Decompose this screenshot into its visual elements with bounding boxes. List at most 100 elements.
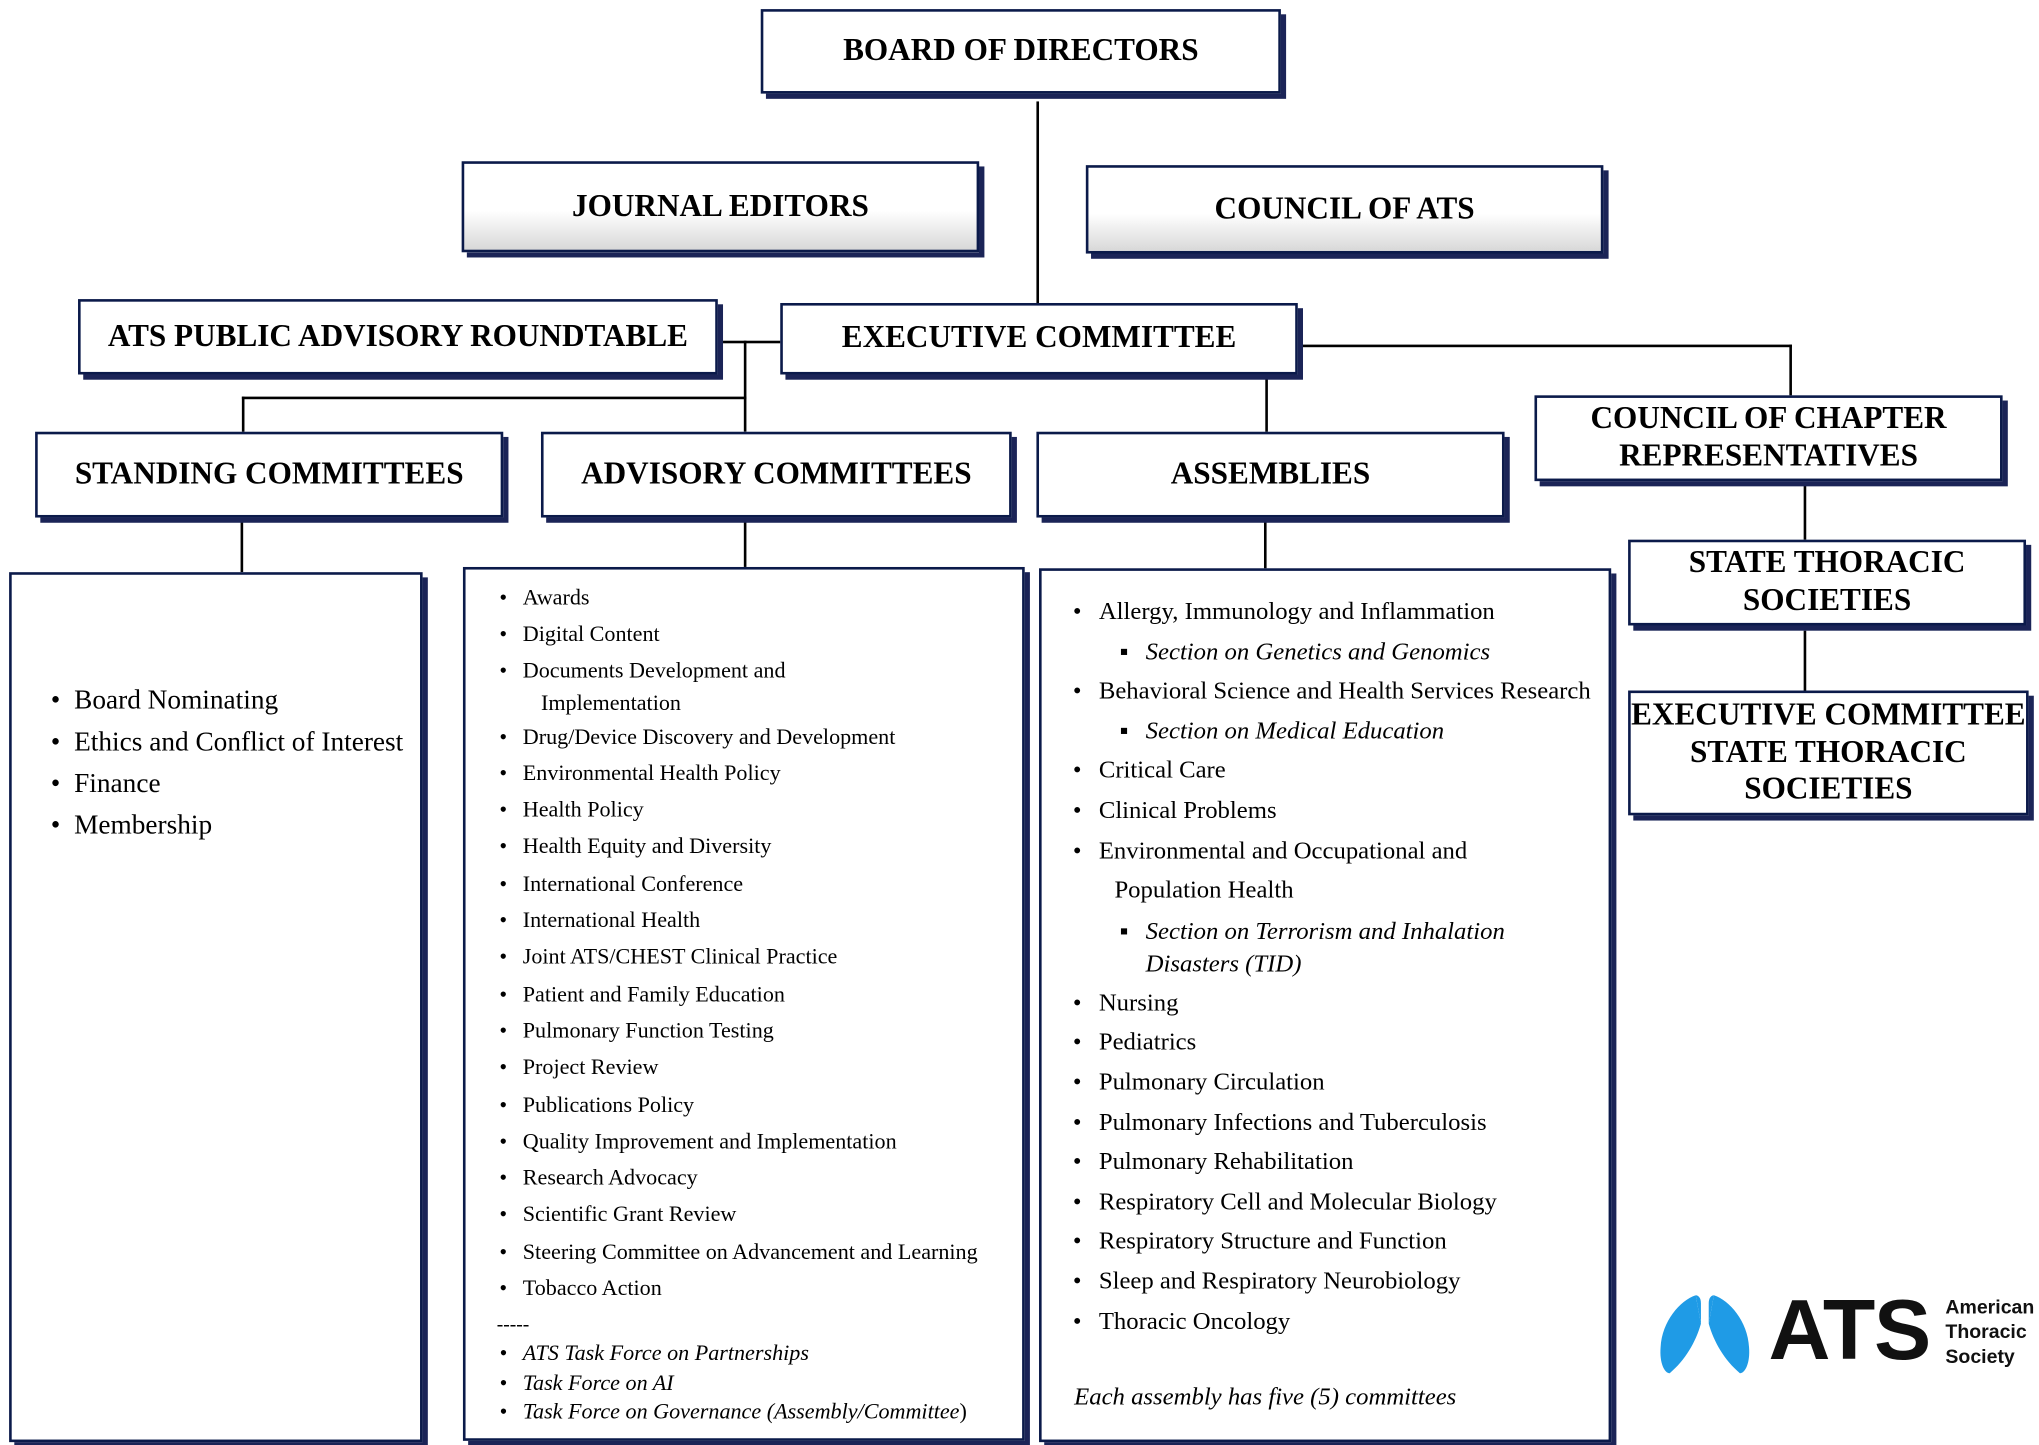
- executive-committee-box: EXECUTIVE COMMITTEE: [780, 302, 1298, 375]
- standing-committees-box: STANDING COMMITTEES: [35, 431, 504, 518]
- list-item: Pediatrics: [1073, 1024, 1619, 1064]
- list-item: Membership: [46, 804, 404, 846]
- connector-line: [1300, 344, 1792, 348]
- public-advisory-roundtable-box: ATS PUBLIC ADVISORY ROUNDTABLE: [78, 299, 718, 375]
- connector-line: [1036, 101, 1040, 305]
- list-item: Awards: [497, 580, 1030, 617]
- list-item: International Conference: [497, 866, 1030, 903]
- logo-line-1: American: [1945, 1296, 2035, 1319]
- advisory-committees-list-box: Awards Digital Content Documents Develop…: [462, 566, 1025, 1441]
- connector-line: [241, 396, 245, 434]
- list-item: Finance: [46, 762, 404, 804]
- exec-state-line-2: STATE THORACIC: [1690, 735, 1967, 770]
- list-item: Section on Genetics and Genomics: [1073, 633, 1619, 673]
- list-item: Section on Terrorism and Inhalation Disa…: [1073, 911, 1619, 984]
- list-item: Scientific Grant Review: [497, 1197, 1030, 1234]
- chapter-council-line-1: COUNCIL OF CHAPTER: [1590, 402, 1947, 436]
- connector-line: [1803, 630, 1807, 691]
- list-item: Tobacco Action: [497, 1271, 1030, 1308]
- list-item: Steering Committee on Advancement and Le…: [497, 1234, 1030, 1271]
- list-item: Pulmonary Infections and Tuberculosis: [1073, 1103, 1619, 1143]
- list-item: ATS Task Force on Partnerships: [497, 1339, 1030, 1368]
- list-item-continuation: Implementation: [540, 689, 681, 715]
- list-item: Drug/Device Discovery and Development: [497, 719, 1030, 756]
- lungs-icon: [1660, 1295, 1750, 1374]
- list-item: International Health: [497, 903, 1030, 940]
- journal-editors-label: JOURNAL EDITORS: [571, 189, 869, 224]
- assemblies-list: Allergy, Immunology and Inflammation Sec…: [1073, 593, 1619, 1342]
- board-of-directors-box: BOARD OF DIRECTORS: [760, 9, 1281, 94]
- standing-committees-label: STANDING COMMITTEES: [74, 457, 464, 492]
- list-item: Environmental Health Policy: [497, 755, 1030, 792]
- executive-committee-state-societies-box: EXECUTIVE COMMITTEE STATE THORACIC SOCIE…: [1628, 690, 2029, 816]
- connector-line: [240, 520, 244, 573]
- journal-editors-box: JOURNAL EDITORS: [461, 161, 980, 253]
- ats-logo-text: American Thoracic Society: [1945, 1295, 2034, 1369]
- list-item-text: Task Force on Governance (Assembly/Commi…: [522, 1399, 960, 1424]
- list-item: Respiratory Structure and Function: [1073, 1223, 1619, 1263]
- assemblies-box: ASSEMBLIES: [1036, 431, 1505, 518]
- advisory-committees-box: ADVISORY COMMITTEES: [540, 431, 1012, 518]
- logo-line-3: Society: [1945, 1345, 2015, 1369]
- connector-line: [1789, 344, 1792, 397]
- list-item: Board Nominating: [46, 679, 404, 721]
- list-item: Documents Development and Implementation: [497, 654, 1030, 719]
- exec-state-line-1: EXECUTIVE COMMITTEE: [1631, 698, 2026, 732]
- task-force-list: ATS Task Force on Partnerships Task Forc…: [497, 1339, 1030, 1427]
- board-of-directors-label: BOARD OF DIRECTORS: [843, 33, 1199, 68]
- list-item: Sleep and Respiratory Neurobiology: [1073, 1263, 1619, 1303]
- standing-committees-list: Board Nominating Ethics and Conflict of …: [46, 679, 404, 845]
- list-item: Section on Medical Education: [1073, 712, 1619, 752]
- assemblies-label: ASSEMBLIES: [1170, 457, 1371, 492]
- connector-line: [241, 396, 747, 400]
- list-item: Joint ATS/CHEST Clinical Practice: [497, 939, 1030, 976]
- list-item: Health Policy: [497, 792, 1030, 829]
- assemblies-footnote: Each assembly has five (5) committees: [1074, 1383, 1457, 1411]
- list-item: Publications Policy: [497, 1087, 1030, 1124]
- list-item: Thoracic Oncology: [1073, 1302, 1619, 1342]
- list-item: Critical Care: [1073, 752, 1619, 792]
- list-item-continuation: Disasters (TID): [1145, 950, 1302, 978]
- list-item: Behavioral Science and Health Services R…: [1073, 673, 1619, 713]
- list-item: Digital Content: [497, 617, 1030, 654]
- connector-line: [723, 340, 783, 344]
- council-of-ats-box: COUNCIL OF ATS: [1085, 165, 1604, 254]
- list-item-line: Environmental and Occupational and: [1098, 836, 1468, 865]
- advisory-committees-label: ADVISORY COMMITTEES: [581, 457, 972, 492]
- list-item: Research Advocacy: [497, 1160, 1030, 1197]
- list-item-line: Section on Terrorism and Inhalation: [1145, 917, 1505, 946]
- connector-line: [1265, 374, 1268, 434]
- connector-line: [1803, 481, 1807, 540]
- state-societies-line-2: SOCIETIES: [1742, 583, 1912, 618]
- connector-line: [743, 340, 747, 432]
- exec-state-line-3: SOCIETIES: [1744, 772, 1913, 807]
- executive-committee-label: EXECUTIVE COMMITTEE: [841, 321, 1237, 356]
- list-item: Allergy, Immunology and Inflammation: [1073, 593, 1619, 633]
- assemblies-list-box: Allergy, Immunology and Inflammation Sec…: [1039, 568, 1612, 1443]
- list-item: Health Equity and Diversity: [497, 829, 1030, 866]
- list-item: Patient and Family Education: [497, 976, 1030, 1013]
- list-item: Clinical Problems: [1073, 792, 1619, 832]
- list-item: Nursing: [1073, 984, 1619, 1024]
- council-of-ats-label: COUNCIL OF ATS: [1214, 191, 1475, 226]
- council-of-chapter-representatives-box: COUNCIL OF CHAPTER REPRESENTATIVES: [1534, 395, 2003, 482]
- advisory-separator: -----: [496, 1314, 530, 1336]
- list-item: Pulmonary Rehabilitation: [1073, 1143, 1619, 1183]
- list-item-line: Documents Development and: [522, 657, 786, 683]
- state-thoracic-societies-box: STATE THORACIC SOCIETIES: [1628, 539, 2027, 626]
- list-item: Pulmonary Function Testing: [497, 1013, 1030, 1050]
- list-item: Quality Improvement and Implementation: [497, 1123, 1030, 1160]
- connector-line: [743, 520, 747, 567]
- connector-line: [1263, 520, 1267, 570]
- public-advisory-roundtable-label: ATS PUBLIC ADVISORY ROUNDTABLE: [107, 319, 688, 354]
- list-item: Ethics and Conflict of Interest: [46, 720, 404, 762]
- chapter-council-line-2: REPRESENTATIVES: [1619, 439, 1918, 474]
- standing-committees-list-box: Board Nominating Ethics and Conflict of …: [9, 572, 423, 1443]
- logo-line-2: Thoracic: [1945, 1321, 2027, 1344]
- ats-logo: ATS American Thoracic Society: [1657, 1282, 2034, 1378]
- list-item: Pulmonary Circulation: [1073, 1064, 1619, 1104]
- list-item: Task Force on AI: [497, 1369, 1030, 1398]
- advisory-committees-list: Awards Digital Content Documents Develop…: [497, 580, 1030, 1308]
- closing-paren: ): [959, 1399, 967, 1424]
